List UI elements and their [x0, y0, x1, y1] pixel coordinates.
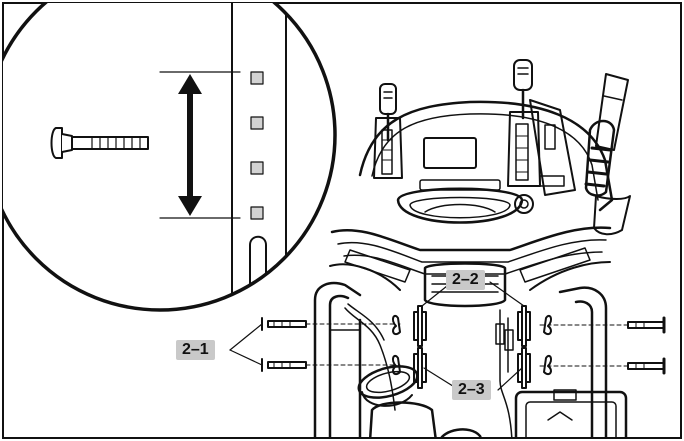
chute-deflector [357, 365, 419, 407]
hole-marker [250, 71, 264, 85]
lever-icon [373, 83, 403, 179]
hole-marker [250, 116, 264, 130]
insertion-guide-lines [305, 323, 629, 367]
engine-housing [368, 389, 628, 438]
lever-icon [584, 73, 631, 236]
callout-2-2: 2–2 [446, 270, 485, 290]
snowblower-dashboard-icon [329, 99, 614, 308]
callout-2-1: 2–1 [176, 340, 215, 360]
lever-icon [507, 59, 541, 214]
detail-magnifier [159, 3, 287, 310]
callout-leaders [229, 281, 525, 391]
callout-2-3: 2–3 [452, 380, 491, 400]
carriage-bolt-icon [50, 127, 149, 159]
double-arrow-icon [178, 74, 202, 216]
hole-marker [250, 161, 264, 175]
handle-frame [313, 281, 608, 438]
hole-marker [250, 206, 264, 220]
magnifier-ring [3, 3, 337, 312]
